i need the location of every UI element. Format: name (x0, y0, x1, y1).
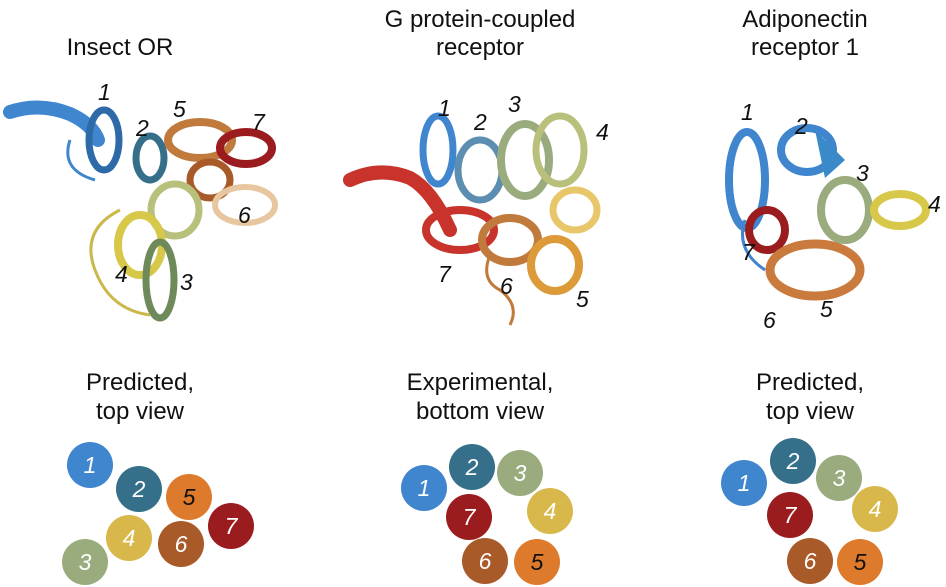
panel-title-gpcr: G protein-coupled receptor (384, 6, 576, 61)
gpcr-structure-ribbon (343, 112, 601, 326)
insect-or-helix-label-2: 2 (136, 115, 149, 141)
insect-or-circle-1: 1 (67, 442, 113, 488)
gpcr-helix-label-5: 5 (576, 286, 589, 312)
insect-or-circle-4: 4 (106, 515, 152, 561)
adiponectin-circle-5: 5 (837, 539, 883, 585)
adiponectin-circle-7: 7 (767, 492, 813, 538)
insect-or-circle-2: 2 (116, 466, 162, 512)
gpcr-helix-label-4: 4 (596, 119, 609, 145)
insect-or-circle-5: 5 (166, 474, 212, 520)
gpcr-helix-label-1: 1 (438, 95, 451, 121)
insect-or-helix-label-6: 6 (238, 202, 251, 228)
adiponectin-circle-2: 2 (770, 438, 816, 484)
adiponectin-helix-label-2: 2 (795, 113, 808, 139)
panel-title-adiponectin: Adiponectin receptor 1 (742, 6, 868, 61)
insect-or-circle-7: 7 (208, 503, 254, 549)
gpcr-view-label: Experimental, bottom view (406, 369, 554, 425)
gpcr-helix-label-6: 6 (500, 273, 513, 299)
gpcr-circle-3: 3 (497, 450, 543, 496)
adiponectin-circle-1: 1 (721, 460, 767, 506)
adiponectin-structure-ribbon (725, 124, 930, 301)
panel-title-insect-or: Insect OR (66, 34, 174, 61)
adiponectin-helix-label-6: 6 (763, 307, 776, 333)
insect-or-helix-label-7: 7 (252, 109, 265, 135)
adiponectin-circle-3: 3 (816, 455, 862, 501)
gpcr-circle-5: 5 (514, 539, 560, 585)
gpcr-circle-7: 7 (446, 494, 492, 540)
adiponectin-view-label: Predicted, top view (755, 369, 865, 425)
insect-or-helix-label-4: 4 (115, 261, 128, 287)
gpcr-circle-1: 1 (401, 465, 447, 511)
insect-or-structure-ribbon (3, 100, 278, 322)
adiponectin-helix-label-5: 5 (820, 296, 833, 322)
insect-or-helix-label-3: 3 (180, 269, 193, 295)
insect-or-view-label: Predicted, top view (85, 369, 195, 425)
gpcr-circle-6: 6 (462, 538, 508, 584)
gpcr-circle-2: 2 (449, 444, 495, 490)
adiponectin-circle-6: 6 (787, 538, 833, 584)
gpcr-helix-label-2: 2 (474, 109, 487, 135)
adiponectin-helix-label-4: 4 (928, 191, 941, 217)
adiponectin-circle-4: 4 (852, 486, 898, 532)
adiponectin-helix-label-1: 1 (741, 99, 754, 125)
insect-or-circle-6: 6 (158, 521, 204, 567)
insect-or-helix-label-1: 1 (98, 79, 111, 105)
insect-or-helix-label-5: 5 (173, 96, 186, 122)
gpcr-helix-label-3: 3 (508, 91, 521, 117)
adiponectin-helix-label-7: 7 (742, 239, 755, 265)
gpcr-circle-4: 4 (527, 488, 573, 534)
adiponectin-helix-label-3: 3 (856, 160, 869, 186)
insect-or-circle-3: 3 (62, 539, 108, 585)
gpcr-helix-label-7: 7 (438, 261, 451, 287)
